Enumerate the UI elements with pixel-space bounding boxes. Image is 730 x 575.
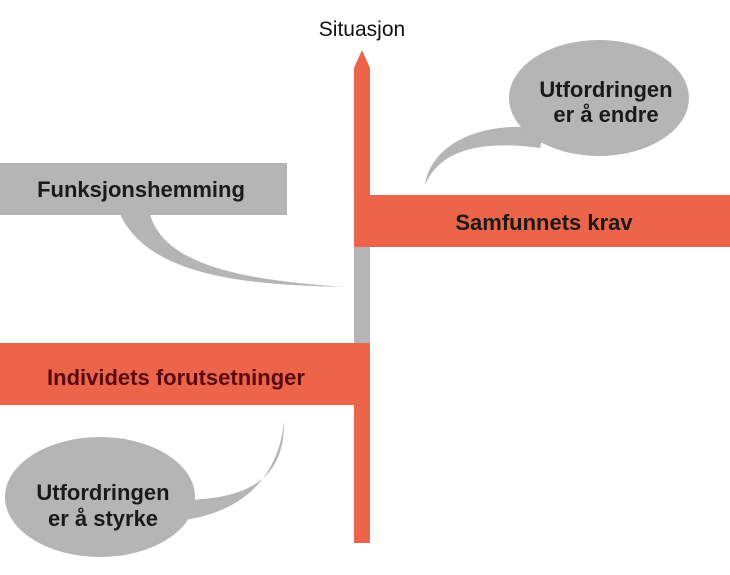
change-bubble-line2: er å endre [553,102,658,127]
disability-box [0,163,287,215]
axis-grey-segment [354,245,370,345]
change-bubble-tail [425,126,545,185]
individual-bar [0,343,370,405]
strengthen-bubble [5,437,195,557]
disability-label: Funksjonshemming [37,177,245,202]
axis-label: Situasjon [319,18,405,41]
strengthen-bubble-line2: er å styrke [48,506,158,531]
society-demands-bar [354,195,730,247]
individual-label: Individets forutsetninger [47,365,305,390]
society-label: Samfunnets krav [455,210,633,235]
strengthen-bubble-line1: Utfordringen [36,480,169,505]
disability-callout-tail [120,214,345,287]
change-bubble [509,40,689,156]
strengthen-bubble-tail [180,420,285,520]
axis-arrow-icon [354,50,370,196]
change-bubble-line1: Utfordringen [539,77,672,102]
individual-vertical-bar [354,343,370,543]
